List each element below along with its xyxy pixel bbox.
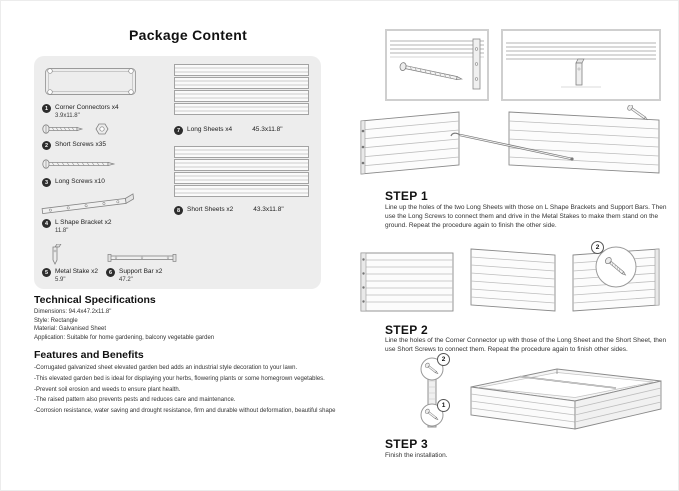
step1-detail-panel-right [501, 29, 661, 101]
item-size: 45.3x11.8" [252, 126, 283, 133]
item-label: Long Screws x10 [55, 178, 105, 185]
package-item-short-screws: 2 Short Screws x35 [42, 141, 106, 150]
item-label: Corner Connectors x4 [55, 104, 119, 111]
item-label: L Shape Bracket x2 [55, 219, 112, 226]
features-heading: Features and Benefits [34, 349, 144, 361]
package-item-long-screws: 3 Long Screws x10 [42, 178, 105, 187]
item-number-badge: 2 [42, 141, 51, 150]
assembled-garden-bed-illustration [470, 368, 662, 430]
long-screw-icon [42, 159, 116, 169]
l-shape-bracket-icon [41, 193, 135, 215]
short-sheets-illustration [174, 146, 309, 197]
item-number-badge: 7 [174, 126, 183, 135]
bed-frame-top-view-illustration [45, 68, 136, 95]
support-bar-icon [107, 254, 177, 262]
item-size: 43.3x11.8" [253, 206, 284, 213]
long-screw-bracket-detail-illustration [390, 38, 484, 90]
step3-heading: STEP 3 [385, 437, 428, 451]
step2-heading: STEP 2 [385, 323, 428, 337]
item-label: Short Sheets x2 [187, 206, 234, 213]
item-label: Short Screws x35 [55, 141, 106, 148]
feature-line: -Prevent soil erosion and weeds to ensur… [34, 386, 181, 393]
item-size: 3.9x11.8" [55, 112, 80, 119]
tech-specs-list: Dimensions: 94.4x47.2x11.8" Style: Recta… [34, 308, 214, 342]
package-item-corner-connectors: 1 Corner Connectors x4 3.9x11.8" [42, 104, 119, 120]
metal-stake-detail-illustration [506, 42, 656, 88]
item-number-badge: 6 [106, 268, 115, 277]
item-number-badge: 3 [42, 178, 51, 187]
item-label: Support Bar x2 [119, 268, 163, 275]
package-item-long-sheets: 7 Long Sheets x4 45.3x11.8" [174, 126, 283, 135]
step2-callout-short-screw: 2 [591, 241, 604, 254]
package-item-metal-stake: 5 Metal Stake x2 5.9" [42, 268, 98, 284]
step3-callout-screw: 2 [437, 353, 450, 366]
long-sheets-illustration [174, 64, 309, 115]
step2-corner-connection-illustration [360, 246, 660, 312]
package-content-box: 1 Corner Connectors x4 3.9x11.8" 2 Short… [34, 56, 321, 289]
step1-detail-panel-left [385, 29, 489, 101]
item-number-badge: 4 [42, 219, 51, 228]
step1-heading: STEP 1 [385, 189, 428, 203]
metal-stake-icon [52, 244, 62, 265]
page-title: Package Content [129, 27, 248, 43]
spec-line: Dimensions: 94.4x47.2x11.8" [34, 309, 112, 315]
item-size: 5.9" [55, 276, 66, 283]
item-number-badge: 5 [42, 268, 51, 277]
step1-walls-support-bar-illustration [360, 105, 660, 175]
step1-text: Line up the holes of the two Long Sheets… [385, 204, 667, 229]
feature-line: -This elevated garden bed is ideal for d… [34, 375, 325, 382]
step2-text: Line the holes of the Corner Connector u… [385, 337, 667, 353]
step3-text: Finish the installation. [385, 452, 448, 459]
item-size: 47.2" [119, 276, 133, 283]
feature-line: -The raised pattern also prevents pests … [34, 397, 236, 404]
item-number-badge: 1 [42, 104, 51, 113]
package-item-l-shape-bracket: 4 L Shape Bracket x2 11.8" [42, 219, 112, 235]
package-item-short-sheets: 8 Short Sheets x2 43.3x11.8" [174, 206, 284, 215]
item-number-badge: 8 [174, 206, 183, 215]
step3-corner-connector-detail-illustration [420, 357, 444, 428]
feature-line: -Corrosion resistance, water saving and … [34, 408, 336, 415]
spec-line: Material: Galvanised Sheet [34, 326, 107, 332]
step3-callout-connector: 1 [437, 399, 450, 412]
features-list: -Corrugated galvanized sheet elevated ga… [34, 363, 336, 417]
feature-line: -Corrugated galvanized sheet elevated ga… [34, 365, 298, 371]
short-screw-icon [42, 123, 109, 135]
package-item-support-bar: 6 Support Bar x2 47.2" [106, 268, 162, 284]
spec-line: Application: Suitable for home gardening… [34, 334, 215, 341]
tech-specs-heading: Technical Specifications [34, 294, 156, 306]
spec-line: Style: Rectangle [34, 317, 78, 324]
item-label: Metal Stake x2 [55, 268, 98, 275]
item-size: 11.8" [55, 227, 69, 234]
item-label: Long Sheets x4 [187, 126, 233, 133]
